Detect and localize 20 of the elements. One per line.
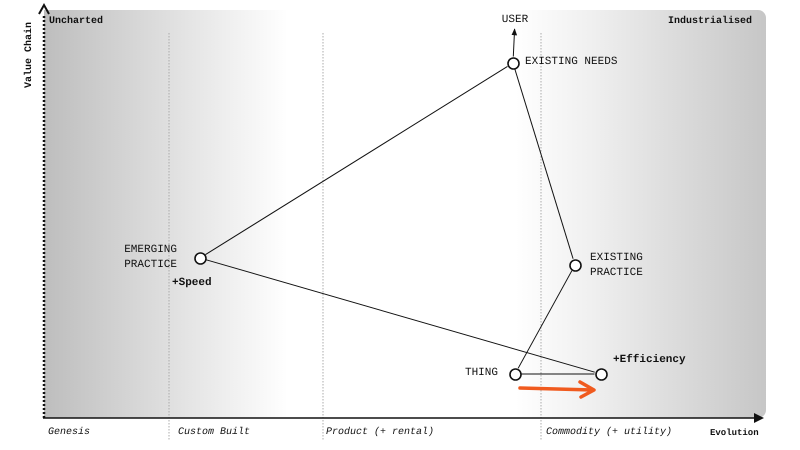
stage-label: Commodity (+ utility) [546, 427, 672, 439]
connector [512, 28, 518, 57]
connector [205, 66, 508, 256]
region-label: Industrialised [668, 16, 752, 28]
component-label: EXISTING NEEDS [525, 55, 618, 70]
connector [518, 270, 572, 369]
axis-label: Value Chain [24, 22, 36, 88]
anchor-label: USER [500, 13, 530, 28]
stage-label: Genesis [48, 427, 90, 439]
component-label: +Efficiency [613, 353, 687, 368]
component-label: EMERGING PRACTICE [123, 243, 177, 273]
component-label: THING [464, 366, 498, 381]
stage-label: Custom Built [178, 427, 250, 439]
component-label: EXISTING PRACTICE [590, 251, 644, 281]
stage-label: Product (+ rental) [326, 427, 434, 439]
region-label: Uncharted [49, 16, 104, 28]
axis-label: Evolution [710, 427, 759, 439]
connector [514, 68, 574, 260]
connector [206, 259, 596, 373]
annotation: +Speed [172, 276, 213, 291]
